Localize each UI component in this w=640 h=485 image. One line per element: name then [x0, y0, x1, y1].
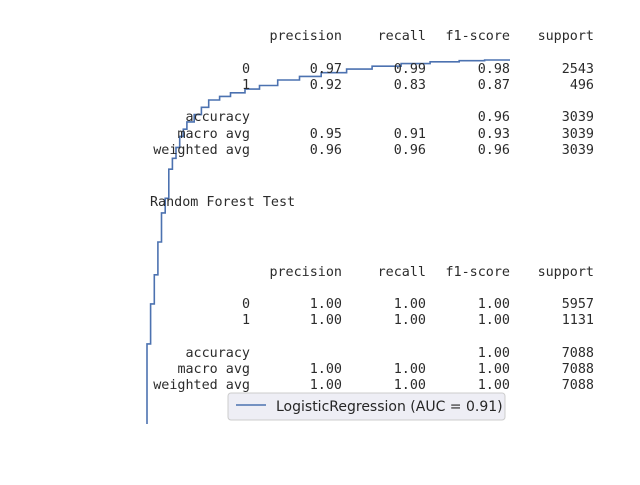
test-cell-precision: 1.00	[310, 362, 342, 377]
test-cell-precision: 1.00	[310, 378, 342, 393]
train-cell-support: 2543	[562, 62, 594, 77]
train-cell-support: 496	[570, 78, 594, 93]
test-cell-f1: 1.00	[478, 313, 510, 328]
test-header-support: support	[538, 265, 594, 280]
train-cell-f1: 0.98	[478, 62, 510, 77]
test-cell-support: 5957	[562, 297, 594, 312]
test-header-precision: precision	[269, 265, 342, 280]
test-cell-f1: 1.00	[478, 378, 510, 393]
train-cell-f1: 0.96	[478, 110, 510, 125]
legend-label: LogisticRegression (AUC = 0.91)	[276, 399, 503, 415]
train-header-support: support	[538, 29, 594, 44]
test-cell-recall: 1.00	[394, 297, 426, 312]
test-cell-recall: 1.00	[394, 378, 426, 393]
test-row-label: macro avg	[177, 362, 250, 377]
legend-box	[227, 392, 506, 421]
train-cell-support: 3039	[562, 127, 594, 142]
test-header-f1: f1-score	[446, 265, 511, 280]
test-report-title: Random Forest Test	[150, 195, 295, 210]
train-row-label: weighted avg	[153, 143, 250, 158]
test-cell-support: 7088	[562, 378, 594, 393]
train-cell-precision: 0.97	[310, 62, 342, 77]
test-cell-recall: 1.00	[394, 362, 426, 377]
train-cell-recall: 0.83	[394, 78, 426, 93]
train-row-label: 1	[242, 78, 250, 93]
train-row-label: 0	[242, 62, 250, 77]
legend: LogisticRegression (AUC = 0.91)	[227, 392, 506, 421]
roc-curve-line	[146, 59, 510, 424]
test-row-label: 1	[242, 313, 250, 328]
train-cell-recall: 0.91	[394, 127, 426, 142]
test-cell-support: 1131	[562, 313, 594, 328]
test-row-label: 0	[242, 297, 250, 312]
test-row-label: accuracy	[186, 346, 251, 361]
train-cell-precision: 0.95	[310, 127, 342, 142]
train-row-label: macro avg	[177, 127, 250, 142]
test-cell-precision: 1.00	[310, 297, 342, 312]
test-row-label: weighted avg	[153, 378, 250, 393]
train-cell-f1: 0.87	[478, 78, 510, 93]
train-cell-recall: 0.99	[394, 62, 426, 77]
train-header-precision: precision	[269, 29, 342, 44]
test-cell-f1: 1.00	[478, 297, 510, 312]
train-cell-recall: 0.96	[394, 143, 426, 158]
train-header-recall: recall	[378, 29, 426, 44]
train-row-label: accuracy	[186, 110, 251, 125]
train-header-f1: f1-score	[446, 29, 511, 44]
test-cell-support: 7088	[562, 346, 594, 361]
train-cell-f1: 0.93	[478, 127, 510, 142]
test-cell-f1: 1.00	[478, 346, 510, 361]
train-cell-support: 3039	[562, 143, 594, 158]
train-cell-precision: 0.92	[310, 78, 342, 93]
test-cell-f1: 1.00	[478, 362, 510, 377]
test-cell-support: 7088	[562, 362, 594, 377]
test-header-recall: recall	[378, 265, 426, 280]
train-cell-support: 3039	[562, 110, 594, 125]
test-cell-precision: 1.00	[310, 313, 342, 328]
test-cell-recall: 1.00	[394, 313, 426, 328]
train-cell-precision: 0.96	[310, 143, 342, 158]
train-cell-f1: 0.96	[478, 143, 510, 158]
